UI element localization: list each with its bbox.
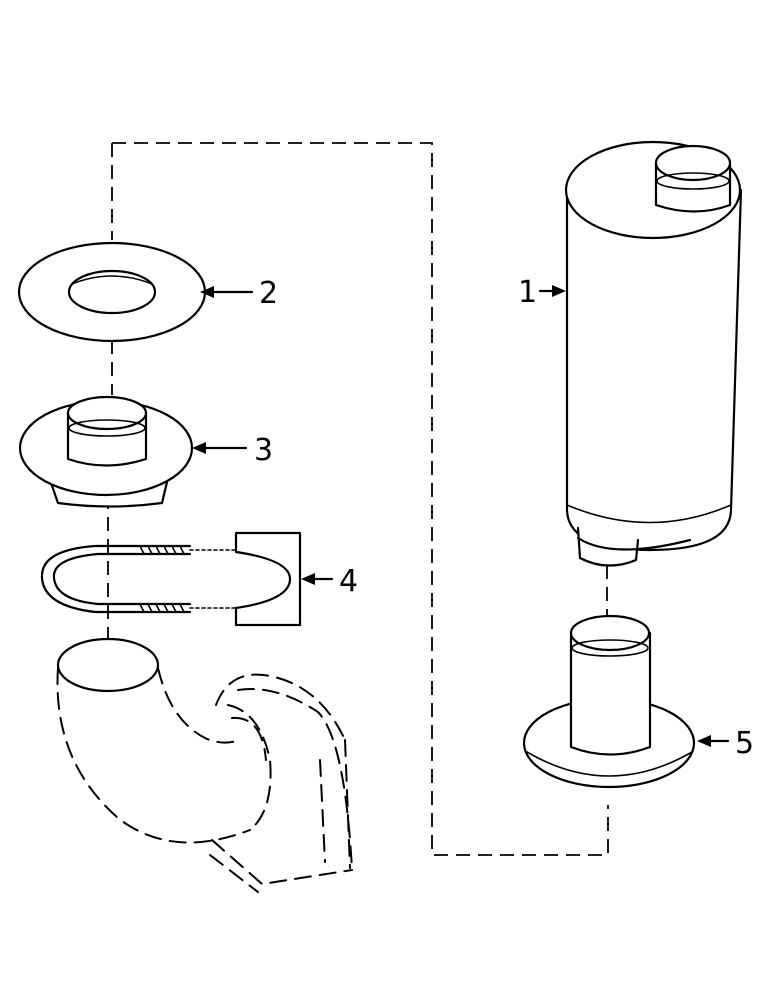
- part-5-outlet-pipe: [522, 614, 696, 789]
- exhaust-elbow-pipe: [56, 637, 353, 893]
- callout-label-1: 1: [518, 275, 537, 310]
- callout-label-3: 3: [254, 433, 273, 468]
- assembly-guide-lines: [107, 142, 609, 856]
- part-3-collar: [18, 395, 194, 508]
- callout-label-4: 4: [339, 564, 358, 599]
- callout-label-5: 5: [735, 726, 754, 761]
- part-2-flange-ring: [17, 241, 207, 343]
- callout-label-2: 2: [259, 276, 278, 311]
- callout-arrows: [192, 285, 730, 747]
- part-1-muffler: [564, 140, 743, 567]
- part-4-u-bolt-clamp: [40, 531, 302, 627]
